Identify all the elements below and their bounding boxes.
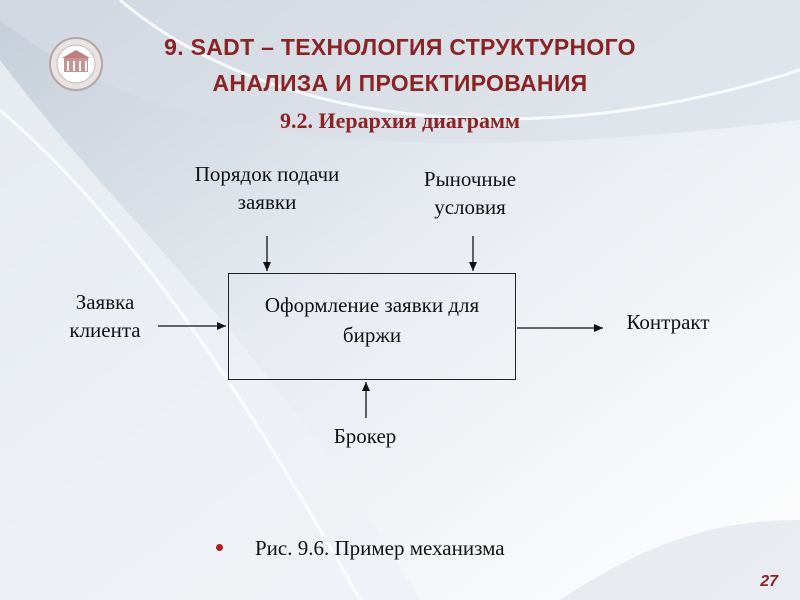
input-label-line-2: клиента [69,318,141,342]
control-label-1-line-1: Порядок подачи [194,162,340,186]
function-box-text: Оформление заявки для биржи [228,290,516,350]
figure-caption: Рис. 9.6. Пример механизма [255,536,505,560]
function-box-line-2: биржи [342,323,402,347]
control-label-1: Порядок подачи заявки [172,160,362,216]
input-label-line-1: Заявка [75,290,135,314]
output-label: Контракт [626,310,710,334]
control-label-2: Рыночные условия [395,165,545,221]
mechanism-label: Брокер [333,424,397,448]
bullet-icon [216,544,223,551]
slide-title-line-1: 9. SADT – ТЕХНОЛОГИЯ СТРУКТУРНОГО [164,34,636,60]
control-label-2-line-1: Рыночные [423,167,517,191]
university-logo [49,37,103,91]
page-number: 27 [760,573,778,590]
function-box [228,273,516,380]
input-label: Заявка клиента [46,288,164,344]
control-label-2-line-2: условия [434,195,506,219]
slide-title-line-2: АНАЛИЗА И ПРОЕКТИРОВАНИЯ [212,70,588,96]
function-box-line-1: Оформление заявки для [264,293,480,317]
control-label-1-line-2: заявки [237,190,297,214]
slide-subtitle: 9.2. Иерархия диаграмм [280,108,520,133]
